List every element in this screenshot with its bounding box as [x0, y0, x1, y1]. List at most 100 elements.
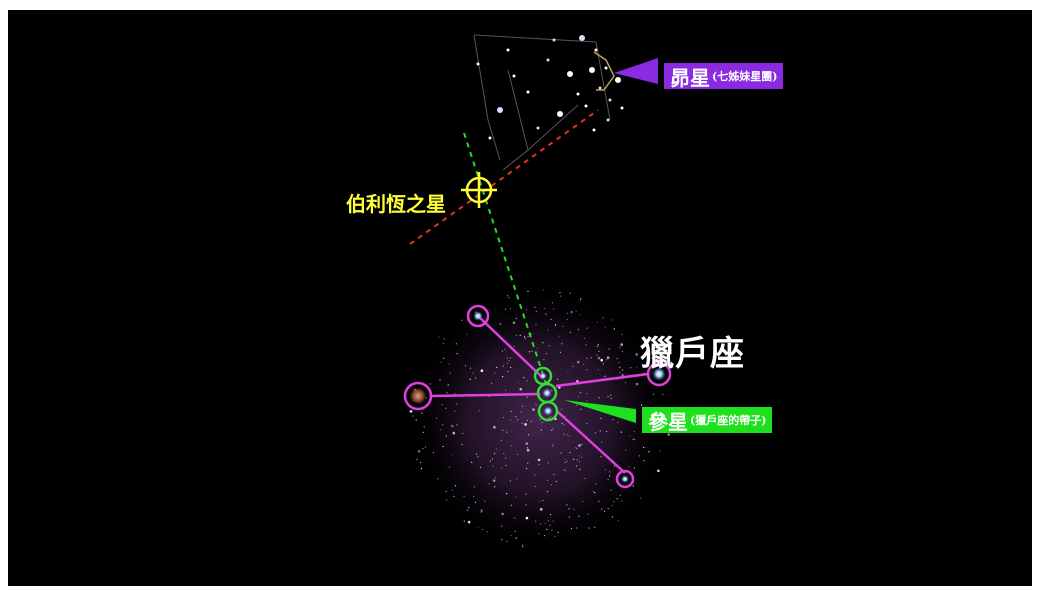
- field-star: [606, 359, 608, 361]
- field-star: [564, 458, 567, 460]
- field-star: [577, 395, 580, 398]
- field-star: [566, 504, 568, 506]
- field-star: [501, 539, 503, 541]
- field-star: [523, 377, 525, 379]
- field-star: [633, 430, 636, 433]
- belt-pointer: [564, 400, 636, 423]
- field-star: [445, 490, 447, 492]
- field-star: [489, 460, 491, 462]
- field-star: [619, 371, 621, 373]
- field-star: [621, 350, 624, 352]
- taurus-star: [584, 104, 588, 108]
- field-star: [534, 485, 536, 488]
- field-star: [610, 397, 612, 399]
- field-star: [495, 448, 497, 450]
- field-star: [502, 429, 504, 431]
- field-star: [620, 343, 623, 346]
- field-star: [496, 366, 498, 368]
- taurus-star: [589, 67, 595, 73]
- field-star: [515, 334, 517, 336]
- field-star: [560, 295, 562, 297]
- field-star: [503, 416, 505, 419]
- field-star: [549, 514, 552, 516]
- field-star: [510, 308, 512, 310]
- field-star: [546, 528, 548, 530]
- taurus-star: [594, 48, 598, 52]
- field-star: [422, 448, 424, 450]
- taurus-star: [579, 35, 585, 41]
- field-star: [598, 500, 600, 502]
- field-star: [659, 450, 661, 452]
- field-star: [651, 357, 653, 359]
- field-star: [508, 297, 510, 299]
- field-star: [473, 495, 475, 497]
- field-star: [438, 336, 440, 338]
- field-star: [586, 392, 588, 395]
- field-star: [602, 317, 604, 319]
- bellatrix-ring: [466, 304, 490, 328]
- taurus-star: [557, 111, 563, 117]
- pleiades-asterism: [593, 51, 615, 91]
- field-star: [516, 453, 519, 456]
- field-star: [463, 520, 465, 522]
- field-star: [516, 478, 518, 480]
- field-star: [619, 346, 621, 349]
- field-star: [586, 327, 588, 329]
- field-star: [620, 431, 622, 433]
- field-star: [564, 469, 566, 471]
- field-star: [415, 419, 417, 421]
- field-star: [667, 433, 670, 436]
- field-star: [634, 438, 636, 440]
- field-star: [554, 535, 556, 538]
- field-star: [486, 531, 488, 533]
- field-star: [578, 461, 581, 463]
- field-star: [422, 431, 424, 433]
- field-star: [540, 523, 542, 525]
- field-star: [597, 344, 599, 346]
- field-star: [480, 369, 484, 373]
- bethlehem-star-label: 伯利恆之星: [346, 192, 446, 216]
- field-star: [641, 404, 643, 406]
- field-star: [578, 515, 580, 517]
- field-star: [566, 434, 568, 436]
- field-star: [495, 477, 497, 479]
- field-star: [594, 491, 596, 494]
- field-star: [636, 367, 638, 369]
- field-star: [510, 504, 513, 506]
- field-star: [569, 331, 572, 333]
- field-star: [652, 393, 655, 395]
- crosshair-icon: [461, 172, 497, 208]
- taurus-star: [512, 74, 516, 78]
- field-star: [477, 527, 479, 529]
- taurus-star: [506, 48, 510, 52]
- field-star: [504, 348, 506, 350]
- field-star: [510, 445, 513, 447]
- field-star: [632, 485, 634, 487]
- field-star: [583, 363, 585, 365]
- field-star: [570, 527, 573, 530]
- field-star: [412, 415, 414, 417]
- field-star: [527, 335, 529, 338]
- field-star: [583, 337, 586, 339]
- orion-constellation-lines: [429, 315, 649, 474]
- taurus-star: [567, 71, 573, 77]
- field-star: [424, 446, 426, 448]
- pleiades-label: 昴星(七姊妹星團): [664, 63, 784, 90]
- field-star: [462, 432, 464, 435]
- field-star: [568, 516, 571, 518]
- field-star: [552, 444, 554, 446]
- field-star: [616, 498, 618, 500]
- field-star: [619, 366, 621, 368]
- field-star: [544, 523, 546, 525]
- field-star: [531, 350, 533, 352]
- field-star: [517, 419, 519, 421]
- field-star: [506, 431, 508, 433]
- field-star: [618, 362, 620, 364]
- field-star: [600, 456, 602, 458]
- field-star: [452, 489, 454, 491]
- field-star: [587, 513, 589, 515]
- belt-label-main: 參星: [648, 409, 688, 434]
- field-star: [604, 375, 606, 377]
- field-star: [566, 460, 568, 462]
- field-star: [586, 422, 588, 424]
